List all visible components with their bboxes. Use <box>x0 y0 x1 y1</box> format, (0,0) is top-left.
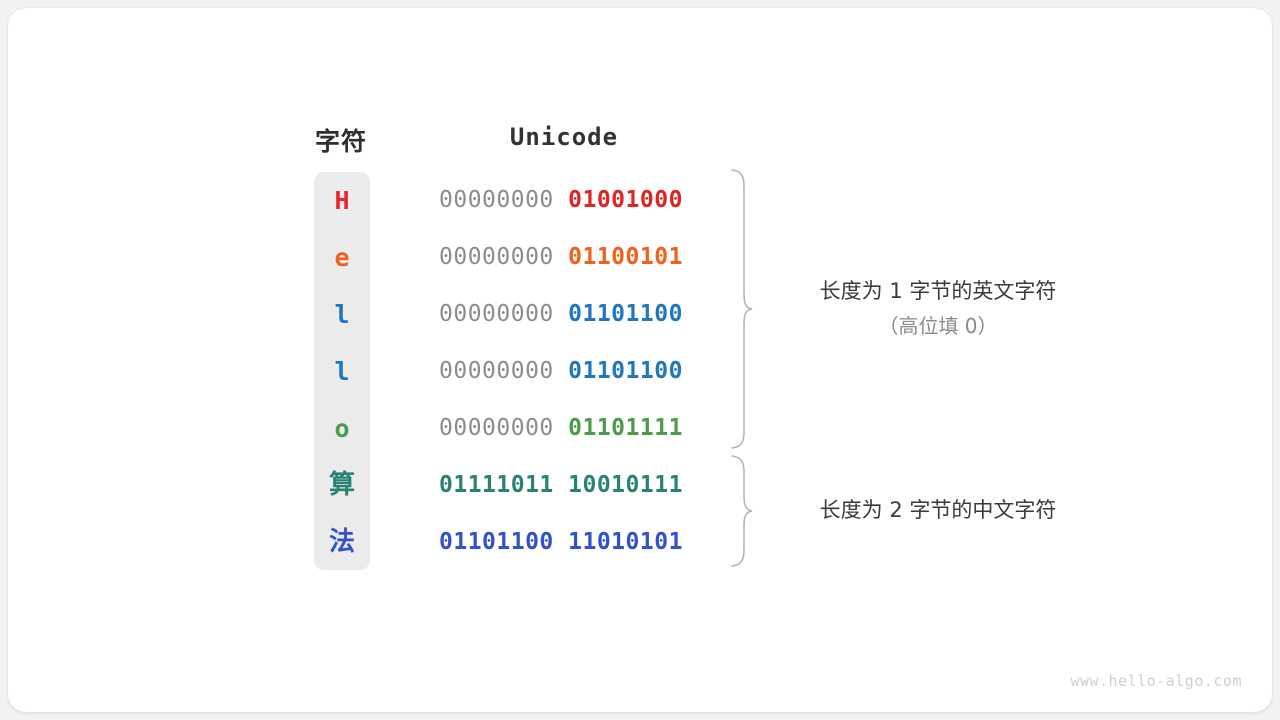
column-header-character: 字符 <box>314 128 367 156</box>
byte-separator <box>554 301 568 327</box>
encoding-row: l 00000000 01101100 <box>8 286 1272 343</box>
row-low-byte: 01101111 <box>568 415 683 441</box>
annotation-english: 长度为 1 字节的英文字符 （高位填 0） <box>768 273 1108 343</box>
row-character: 算 <box>328 470 355 500</box>
encoding-row: 法 01101100 11010101 <box>8 514 1272 571</box>
row-high-byte: 00000000 <box>439 358 554 384</box>
row-character: l <box>334 357 350 386</box>
row-unicode-bits: 00000000 01101100 <box>439 343 683 400</box>
row-character: e <box>334 243 350 272</box>
row-unicode-bits: 00000000 01100101 <box>439 229 683 286</box>
row-low-byte: 01100101 <box>568 244 683 270</box>
brace-english-group <box>730 168 754 450</box>
encoding-row: l 00000000 01101100 <box>8 343 1272 400</box>
annotation-chinese-line1: 长度为 2 字节的中文字符 <box>819 498 1057 522</box>
row-unicode-bits: 01111011 10010111 <box>439 457 683 514</box>
byte-separator <box>554 244 568 270</box>
byte-separator <box>554 529 568 555</box>
annotation-english-line1: 长度为 1 字节的英文字符 <box>819 279 1057 303</box>
row-unicode-bits: 00000000 01101100 <box>439 286 683 343</box>
row-character: H <box>334 186 350 215</box>
row-character: 法 <box>328 527 355 557</box>
row-high-byte: 00000000 <box>439 244 554 270</box>
row-high-byte: 00000000 <box>439 415 554 441</box>
annotation-english-line2: （高位填 0） <box>878 314 998 338</box>
encoding-row: H 00000000 01001000 <box>8 172 1272 229</box>
row-low-byte: 11010101 <box>568 529 683 555</box>
row-low-byte: 01101100 <box>568 358 683 384</box>
row-unicode-bits: 00000000 01001000 <box>439 172 683 229</box>
row-unicode-bits: 00000000 01101111 <box>439 400 683 457</box>
byte-separator <box>554 415 568 441</box>
row-character: l <box>334 300 350 329</box>
brace-chinese-group <box>730 454 754 568</box>
byte-separator <box>554 358 568 384</box>
row-character: o <box>334 414 350 443</box>
row-low-byte: 01001000 <box>568 187 683 213</box>
byte-separator <box>554 187 568 213</box>
row-low-byte: 10010111 <box>568 472 683 498</box>
encoding-row: 算 01111011 10010111 <box>8 457 1272 514</box>
row-high-byte: 00000000 <box>439 187 554 213</box>
row-high-byte: 01101100 <box>439 529 554 555</box>
byte-separator <box>554 472 568 498</box>
row-unicode-bits: 01101100 11010101 <box>439 514 683 571</box>
watermark: www.hello-algo.com <box>1070 672 1242 690</box>
row-high-byte: 00000000 <box>439 301 554 327</box>
encoding-row: o 00000000 01101111 <box>8 400 1272 457</box>
row-high-byte: 01111011 <box>439 472 554 498</box>
figure-card: 字符 Unicode H 00000000 01001000 e 00000000 0… <box>8 8 1272 712</box>
encoding-row: e 00000000 01100101 <box>8 229 1272 286</box>
annotation-chinese: 长度为 2 字节的中文字符 <box>768 492 1108 528</box>
character-column-strip <box>314 172 370 570</box>
row-low-byte: 01101100 <box>568 301 683 327</box>
column-header-unicode: Unicode <box>509 123 619 151</box>
